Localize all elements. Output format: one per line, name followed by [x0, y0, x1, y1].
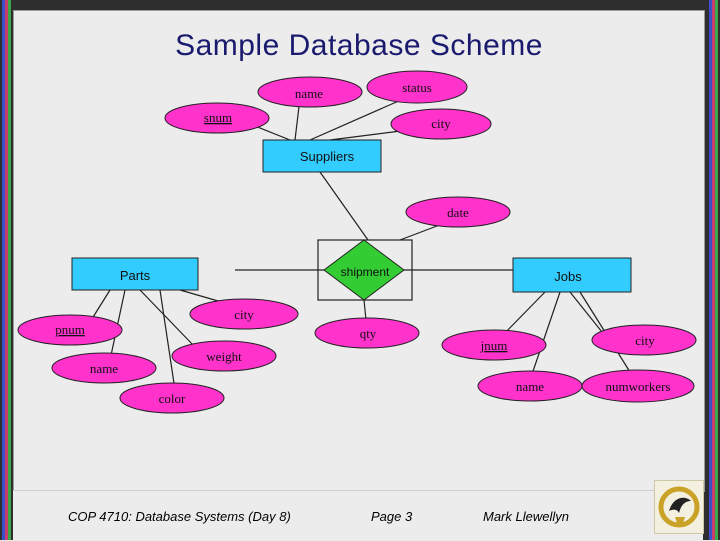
footer-course: COP 4710: Database Systems (Day 8): [68, 509, 291, 524]
relationship-frame: [317, 239, 413, 301]
attr-shipment-date-label: date: [447, 205, 469, 220]
frame-stripe-green: [8, 0, 11, 540]
attr-suppliers-snum: [164, 102, 270, 134]
attr-suppliers-snum-label: snum: [204, 110, 232, 125]
footer-page: Page 3: [371, 509, 413, 524]
attr-parts-pnum-label: pnum: [55, 322, 85, 337]
frame-stripe-red: [5, 0, 8, 540]
entity-jobs-label: Jobs: [554, 269, 582, 284]
frame-stripe-blue-right: [709, 0, 712, 540]
university-logo: [654, 480, 704, 534]
attr-jobs-name-label: name: [516, 379, 544, 394]
attr-jobs-city: [591, 324, 697, 356]
attr-jobs-numworkers-label: numworkers: [606, 379, 671, 394]
attr-parts-color-label: color: [159, 391, 186, 406]
frame-stripe-blue: [2, 0, 5, 540]
attr-parts-pnum: [17, 314, 123, 346]
attr-parts-color: [119, 382, 225, 414]
entity-suppliers-label: Suppliers: [300, 149, 355, 164]
attr-parts-city-label: city: [234, 307, 254, 322]
attr-jobs-jnum-label: jnum: [480, 338, 508, 353]
footer-author: Mark Llewellyn: [483, 509, 569, 524]
attr-suppliers-name-label: name: [295, 86, 323, 101]
attr-suppliers-city-label: city: [431, 116, 451, 131]
attr-shipment-date: [405, 196, 511, 228]
attr-parts-city: [189, 298, 299, 330]
attr-jobs-numworkers: [581, 369, 695, 403]
attr-jobs-city-label: city: [635, 333, 655, 348]
slide-title: Sample Database Scheme: [175, 29, 543, 62]
attr-shipment-qty: [314, 317, 420, 349]
relationship-shipment: [323, 239, 405, 301]
attr-parts-weight: [171, 340, 277, 372]
attr-shipment-qty-label: qty: [360, 326, 377, 341]
slide-footer: COP 4710: Database Systems (Day 8) Page …: [13, 490, 703, 541]
frame-stripe-green-right: [715, 0, 718, 540]
frame-stripe-red-right: [712, 0, 715, 540]
attr-suppliers-status-label: status: [402, 80, 432, 95]
entity-parts: [71, 257, 199, 291]
pegasus-logo-icon: [658, 486, 700, 528]
attr-parts-name-label: name: [90, 361, 118, 376]
attr-parts-weight-label: weight: [206, 349, 242, 364]
relationship-label: shipment: [341, 265, 390, 279]
attr-suppliers-status: [366, 70, 468, 104]
attr-suppliers-name: [257, 76, 363, 108]
attr-jobs-jnum: [441, 329, 547, 361]
attr-parts-name: [51, 352, 157, 384]
entity-parts-label: Parts: [120, 268, 151, 283]
entity-suppliers: [262, 139, 382, 173]
entity-jobs: [512, 257, 632, 293]
attr-suppliers-city: [390, 108, 492, 140]
